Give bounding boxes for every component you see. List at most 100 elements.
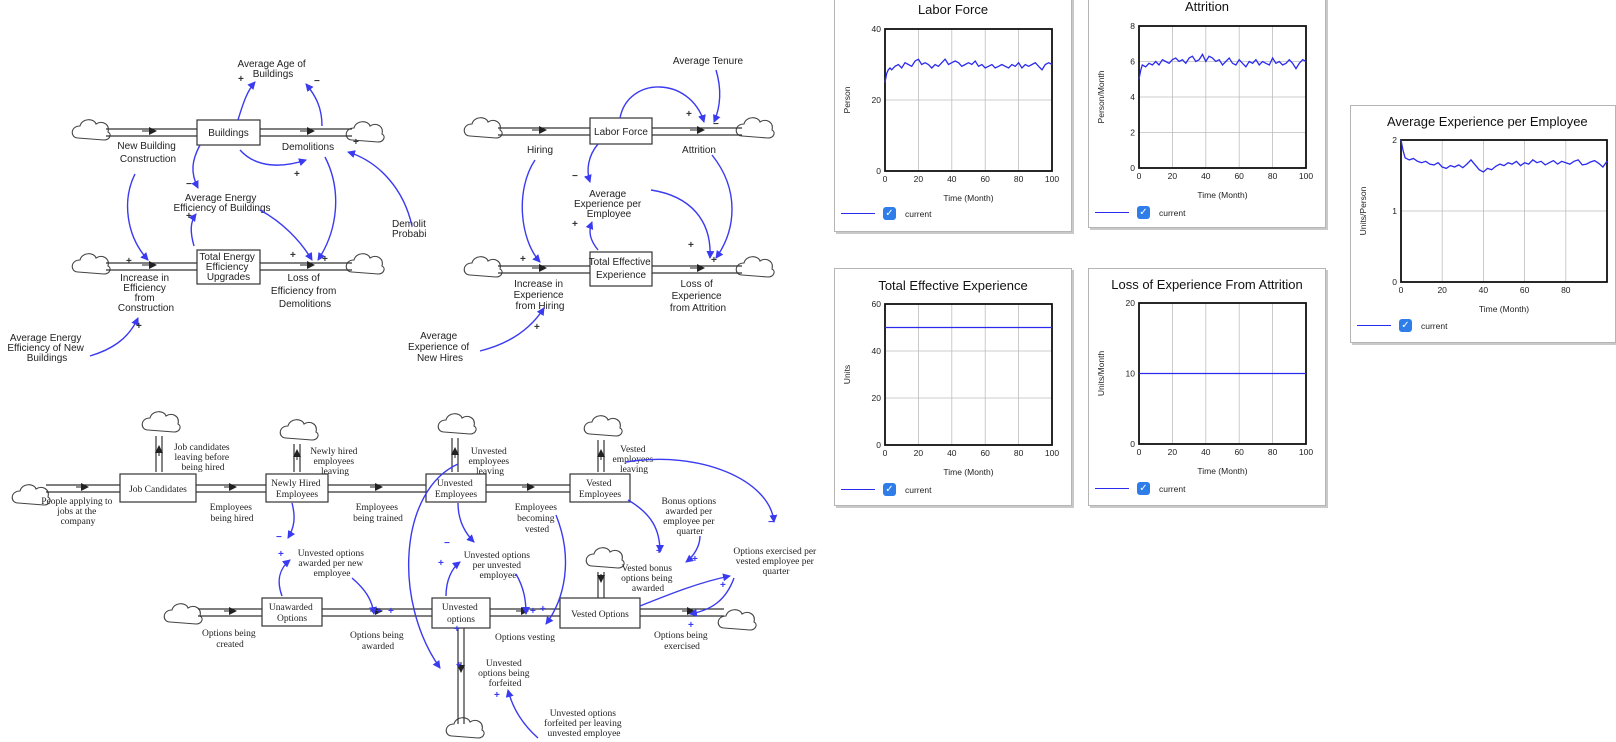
svg-text:+: + bbox=[186, 211, 192, 222]
aux-avg-tenure[interactable]: Average Tenure bbox=[673, 56, 744, 67]
cloud-icon bbox=[345, 253, 385, 275]
aux-avg-efficiency-new[interactable]: Average Energy Efficiency of New Buildin… bbox=[7, 333, 86, 364]
cloud-icon bbox=[583, 415, 623, 437]
stock-vested-options[interactable]: Vested Options bbox=[559, 597, 641, 629]
model-buildings: Buildings Total Energy Efficiency Upgrad… bbox=[7, 59, 429, 364]
stock-label: Total Energy Efficiency Upgrades bbox=[199, 252, 257, 283]
flow-options-created[interactable]: Options being created bbox=[202, 629, 258, 650]
aux-vested-bonus[interactable]: Vested bonus options being awarded bbox=[621, 564, 675, 594]
svg-text:−: − bbox=[768, 517, 774, 528]
x-tick-label: 80 bbox=[1268, 171, 1278, 181]
series-line bbox=[1400, 139, 1608, 173]
aux-forfeited-per[interactable]: Unvested options forfeited per leaving u… bbox=[544, 709, 624, 739]
stock-label: Labor Force bbox=[594, 127, 648, 138]
chart-legend[interactable]: ✓ current bbox=[841, 207, 931, 220]
x-tick-label: 40 bbox=[947, 174, 957, 184]
panel-title: Average Experience per Employee bbox=[1387, 114, 1588, 129]
cloud-icon bbox=[463, 117, 503, 139]
y-tick-label: 0 bbox=[1130, 163, 1135, 173]
svg-text:−: − bbox=[276, 532, 282, 543]
aux-per-unvested[interactable]: Unvested options per unvested employee bbox=[464, 551, 533, 581]
aux-bonus-awarded[interactable]: Bonus options awarded per employee per q… bbox=[661, 497, 718, 537]
flow-attrition[interactable]: Attrition bbox=[682, 145, 716, 156]
stock-label: Unawarded Options bbox=[269, 603, 315, 624]
aux-avg-experience-new[interactable]: Average Experience of New Hires bbox=[408, 331, 472, 364]
stock-newly-hired[interactable]: Newly Hired Employees bbox=[265, 473, 329, 503]
svg-text:+: + bbox=[238, 74, 244, 85]
x-axis-label: Time (Month) bbox=[1197, 190, 1247, 200]
x-tick-label: 0 bbox=[883, 174, 888, 184]
stock-job-candidates[interactable]: Job Candidates bbox=[119, 473, 197, 503]
flow-loss-efficiency[interactable]: Loss of Efficiency from Demolitions bbox=[271, 273, 339, 310]
x-tick-label: 60 bbox=[1234, 171, 1244, 181]
y-tick-label: 20 bbox=[872, 393, 882, 403]
flow-options-awarded[interactable]: Options being awarded bbox=[350, 631, 406, 652]
flow-unvested-leaving[interactable]: Unvested employees leaving bbox=[468, 447, 511, 477]
stock-vested-employees[interactable]: Vested Employees bbox=[569, 473, 631, 503]
y-tick-label: 1 bbox=[1392, 206, 1397, 216]
stock-unvested-employees[interactable]: Unvested Employees bbox=[425, 473, 487, 503]
aux-avg-experience[interactable]: Average Experience per Employee bbox=[574, 189, 644, 220]
checkbox-icon[interactable]: ✓ bbox=[1137, 482, 1150, 495]
flow-hiring[interactable]: Hiring bbox=[527, 145, 553, 156]
flow-candidates-leaving[interactable]: Job candidates leaving before being hire… bbox=[174, 443, 232, 473]
aux-awarded-per-new[interactable]: Unvested options awarded per new employe… bbox=[298, 549, 367, 579]
x-tick-label: 0 bbox=[1137, 447, 1142, 457]
stock-buildings[interactable]: Buildings bbox=[196, 119, 261, 146]
flow-options-exercised[interactable]: Options being exercised bbox=[654, 631, 710, 652]
stock-unvested-options[interactable]: Unvested options bbox=[431, 597, 491, 629]
y-axis-label: Units/Month bbox=[1096, 351, 1106, 397]
aux-exercised-per[interactable]: Options exercised per vested employee pe… bbox=[733, 547, 818, 577]
stock-energy-upgrades[interactable]: Total Energy Efficiency Upgrades bbox=[196, 249, 261, 285]
svg-text:+: + bbox=[530, 606, 536, 617]
checkbox-icon[interactable]: ✓ bbox=[883, 483, 896, 496]
flow-new-construction[interactable]: New Building Construction bbox=[117, 141, 178, 165]
flow-people-applying[interactable]: People applying to jobs at the company bbox=[41, 497, 115, 527]
stock-total-experience[interactable]: Total Effective Experience bbox=[589, 251, 654, 287]
stock-unawarded-options[interactable]: Unawarded Options bbox=[261, 597, 323, 627]
svg-text:+: + bbox=[520, 254, 526, 265]
flow-newly-hired-leaving[interactable]: Newly hired employees leaving bbox=[310, 447, 360, 477]
aux-demolition-probability[interactable]: Demolit Probabi bbox=[392, 219, 429, 240]
chart-legend[interactable]: ✓ current bbox=[1357, 319, 1447, 332]
cloud-icon bbox=[445, 717, 485, 739]
cloud-icon bbox=[735, 256, 775, 278]
checkbox-icon[interactable]: ✓ bbox=[1137, 206, 1150, 219]
chart-legend[interactable]: ✓ current bbox=[1095, 206, 1185, 219]
cloud-icon bbox=[141, 411, 181, 433]
flow-being-hired[interactable]: Employees being hired bbox=[210, 503, 255, 524]
y-axis-label: Units bbox=[842, 365, 852, 384]
aux-avg-age[interactable]: Average Age of Buildings bbox=[238, 59, 309, 80]
flow-increase-efficiency[interactable]: Increase in Efficiency from Construction bbox=[118, 273, 174, 314]
flow-becoming-vested[interactable]: Employees becoming vested bbox=[515, 503, 560, 535]
chart-legend[interactable]: ✓ current bbox=[1095, 482, 1185, 495]
legend-label: current bbox=[1159, 483, 1186, 494]
svg-text:−: − bbox=[713, 119, 719, 130]
y-tick-label: 4 bbox=[1130, 92, 1135, 102]
flow-loss-experience[interactable]: Loss of Experience from Attrition bbox=[670, 279, 726, 314]
stock-labor-force[interactable]: Labor Force bbox=[589, 117, 653, 145]
chart-legend[interactable]: ✓ current bbox=[841, 483, 931, 496]
checkbox-icon[interactable]: ✓ bbox=[883, 207, 896, 220]
x-tick-label: 60 bbox=[980, 448, 990, 458]
stock-label: Total Effective Experience bbox=[589, 257, 654, 281]
aux-avg-efficiency[interactable]: Average Energy Efficiency of Buildings bbox=[173, 193, 270, 214]
flow-increase-experience[interactable]: Increase in Experience from Hiring bbox=[514, 279, 567, 312]
flow-options-forfeited[interactable]: Unvested options being forfeited bbox=[478, 659, 532, 689]
plot-frame bbox=[884, 28, 1053, 172]
flow-vested-leaving[interactable]: Vested employees leaving bbox=[612, 445, 655, 475]
stock-label: Newly Hired Employees bbox=[271, 479, 323, 500]
svg-text:−: − bbox=[444, 538, 450, 549]
flow-being-trained[interactable]: Employees being trained bbox=[353, 503, 403, 524]
flow-options-vesting[interactable]: Options vesting bbox=[495, 633, 555, 643]
checkbox-icon[interactable]: ✓ bbox=[1399, 319, 1412, 332]
flow-demolitions[interactable]: Demolitions bbox=[282, 142, 334, 153]
svg-text:+: + bbox=[688, 240, 694, 251]
